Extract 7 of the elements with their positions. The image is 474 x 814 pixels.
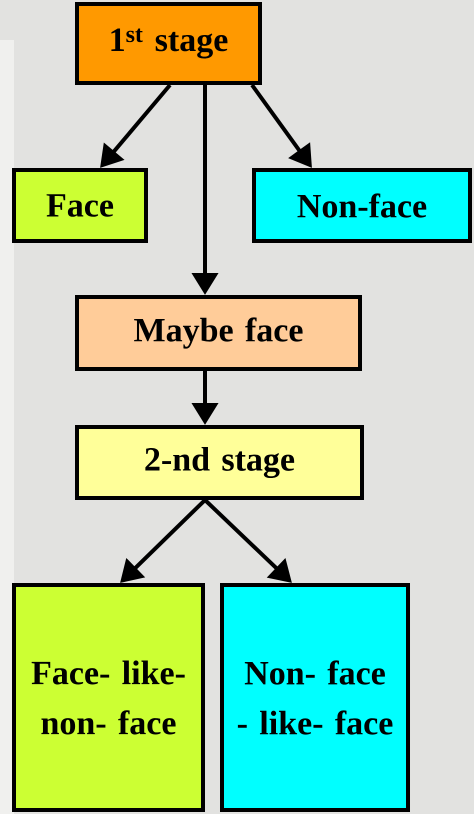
process-box: 2-nd stage — [75, 425, 364, 500]
process-box: Non- face - like- face — [220, 583, 410, 812]
process-box: 1$^{st}$ stage — [75, 2, 262, 85]
process-box: Non-face — [252, 168, 472, 243]
process-box: Face — [12, 168, 148, 243]
process-box: Face- like- non- face — [12, 583, 205, 812]
process-box: Maybe face — [75, 295, 362, 371]
